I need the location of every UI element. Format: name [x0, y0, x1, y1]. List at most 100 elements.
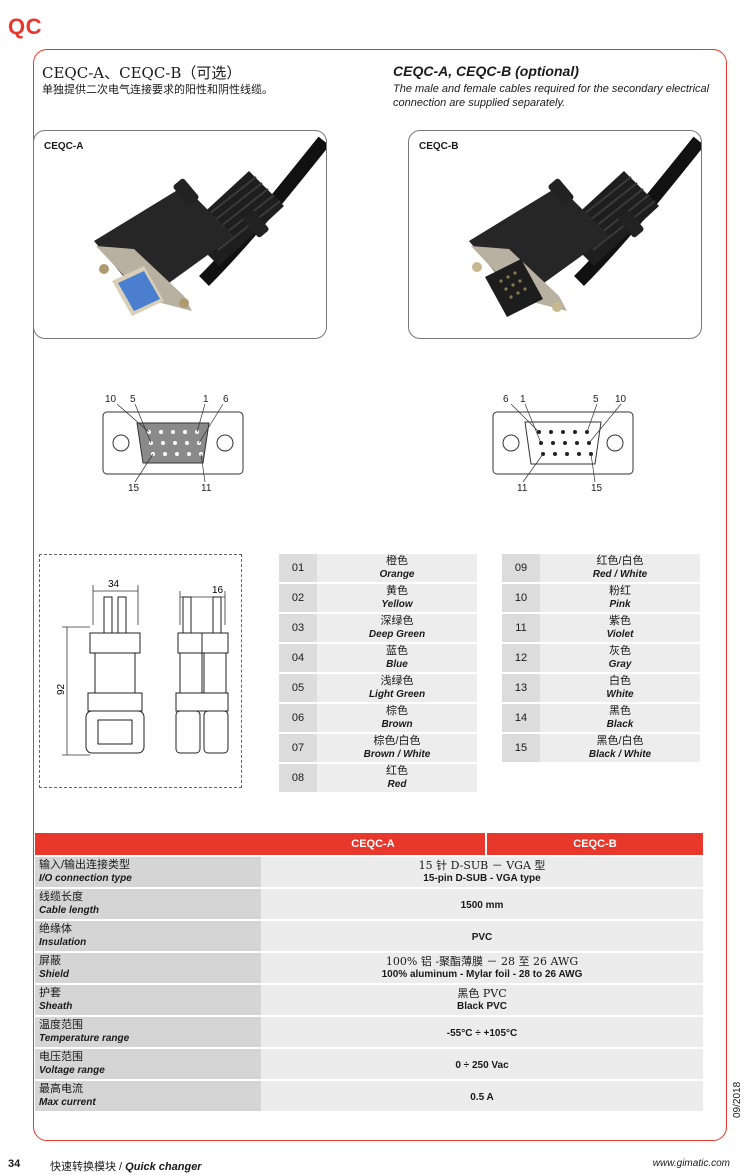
wire-color-en: Brown: [381, 719, 413, 730]
wire-color-row: 04 蓝色 Blue: [279, 644, 477, 672]
spec-value: 0.5 A: [470, 1091, 494, 1103]
spec-label-cn: 线缆长度: [39, 891, 83, 903]
spec-value-en: 100% aluminum - Mylar foil - 28 to 26 AW…: [381, 969, 583, 980]
spec-value-en: 15-pin D-SUB - VGA type: [423, 873, 541, 884]
wire-color-cn: 红色/白色: [596, 555, 644, 567]
spec-label-en: Voltage range: [39, 1065, 105, 1076]
photo-ceqc-a: CEQC-A: [33, 130, 327, 339]
wire-number: 05: [279, 674, 317, 702]
wire-color-en: Gray: [608, 659, 632, 670]
spec-label: 电压范围 Voltage range: [35, 1049, 261, 1079]
wire-color-cn: 棕色/白色: [373, 735, 421, 747]
brand-code: QC: [8, 14, 42, 39]
pinout-female: 10 5 1 6 15 11: [95, 390, 255, 500]
wire-color-en: Deep Green: [368, 629, 426, 640]
spec-label-cn: 屏蔽: [39, 955, 61, 967]
dim-width-b: 16: [212, 585, 224, 596]
pin-label: 11: [517, 483, 528, 494]
spec-header-blank: [35, 833, 261, 855]
wire-color-en: Red: [387, 779, 407, 790]
spec-row: 电压范围 Voltage range 0 ÷ 250 Vac: [35, 1049, 703, 1079]
wire-color: 红色 Red: [317, 764, 477, 792]
wire-number: 06: [279, 704, 317, 732]
spec-label-en: Shield: [39, 969, 70, 980]
subtitle-en: The male and female cables required for …: [393, 83, 710, 109]
spec-value: 1500 mm: [460, 899, 504, 911]
male-face: [485, 259, 543, 317]
pin-label: 6: [223, 394, 229, 405]
spec-value-cell: 0 ÷ 250 Vac: [261, 1049, 703, 1079]
wire-color-en: Blue: [386, 659, 408, 670]
pin-label: 1: [520, 394, 526, 405]
wire-color-en: Black / White: [588, 749, 652, 760]
wire-color-cn: 红色: [386, 765, 408, 777]
title-en: CEQC-A, CEQC-B (optional): [393, 63, 579, 79]
wire-number: 07: [279, 734, 317, 762]
wire-color-row: 07 棕色/白色 Brown / White: [279, 734, 477, 762]
footer-title: 快速转换模块 / Quick changer: [50, 1158, 202, 1174]
wire-color-cn: 紫色: [609, 615, 631, 627]
footer-url[interactable]: www.gimatic.com: [652, 1158, 730, 1169]
spec-label: 屏蔽 Shield: [35, 953, 261, 983]
dimension-drawing: 34 16 92: [39, 554, 242, 788]
spec-value-cn: 黑色 PVC: [457, 987, 507, 1000]
spec-value-en: Black PVC: [456, 1001, 508, 1012]
spec-header-row: CEQC-A CEQC-B: [35, 833, 703, 855]
pin-label: 15: [128, 483, 140, 494]
pinout-male: 6 1 5 10 11 15: [485, 390, 645, 500]
pin-label: 5: [130, 394, 136, 405]
wire-number: 14: [502, 704, 540, 732]
dim-height: 92: [56, 683, 67, 695]
wire-color-en: Red / White: [592, 569, 648, 580]
spec-value: 0 ÷ 250 Vac: [455, 1059, 509, 1071]
wire-color-cn: 粉红: [609, 585, 631, 597]
wire-color-cn: 蓝色: [386, 645, 408, 657]
dim-width-a: 34: [108, 579, 120, 590]
wire-color-en: White: [606, 689, 634, 700]
spec-value-cell: 0.5 A: [261, 1081, 703, 1111]
spec-label-cn: 绝缘体: [39, 923, 72, 935]
wire-color: 蓝色 Blue: [317, 644, 477, 672]
wire-color-cn: 黑色: [609, 705, 631, 717]
wire-number: 01: [279, 554, 317, 582]
spec-label-en: Max current: [39, 1097, 96, 1108]
pin-label: 1: [203, 394, 209, 405]
wire-color-cn: 深绿色: [380, 615, 414, 627]
spec-header-b: CEQC-B: [486, 833, 703, 855]
spec-label: 绝缘体 Insulation: [35, 921, 261, 951]
spec-label-en: Insulation: [39, 937, 87, 948]
pin-label: 11: [201, 483, 212, 494]
pin-label: 5: [593, 394, 599, 405]
wire-number: 13: [502, 674, 540, 702]
wire-number: 11: [502, 614, 540, 642]
spec-value-cn: 100% 铝 -聚酯薄膜 － 28 至 26 AWG: [385, 955, 579, 968]
wire-color-en: Brown / White: [363, 749, 431, 760]
page-number: 34: [8, 1158, 21, 1170]
wire-number: 04: [279, 644, 317, 672]
spec-label-cn: 电压范围: [39, 1051, 83, 1063]
